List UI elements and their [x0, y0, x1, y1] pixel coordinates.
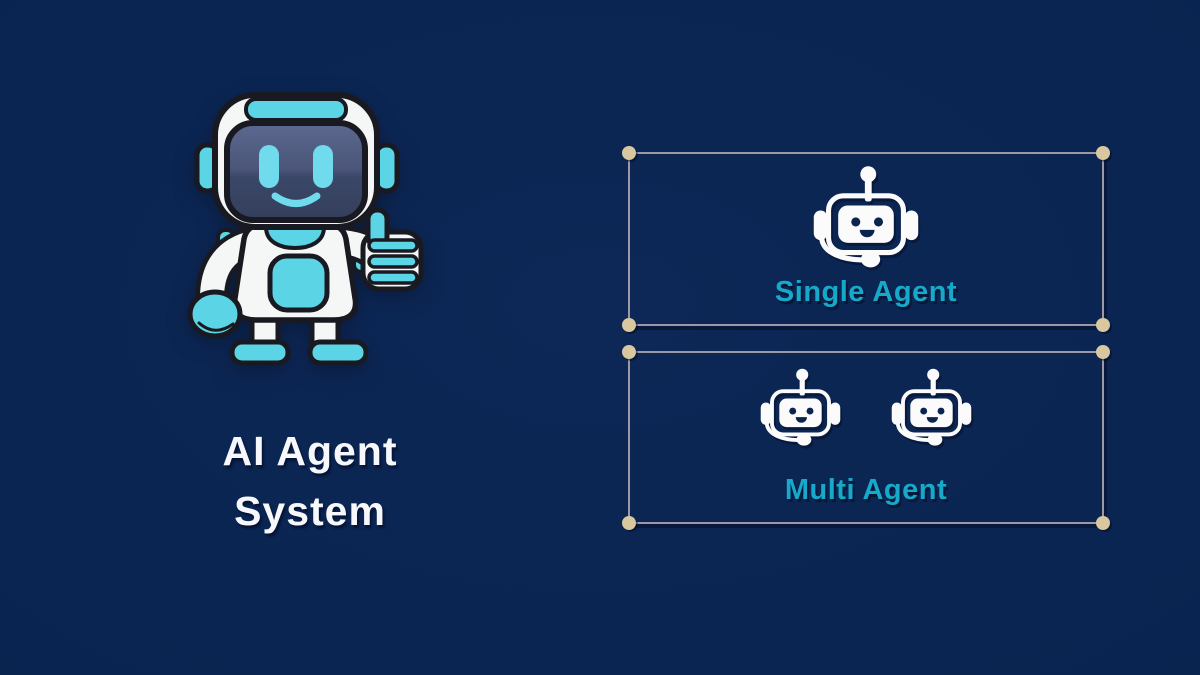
- bot-head-icon: [809, 164, 923, 273]
- corner-dot: [1096, 146, 1110, 160]
- multi-agent-label: Multi Agent: [784, 474, 948, 506]
- multi-agent-box: Multi Agent: [622, 345, 1110, 530]
- single-agent-icon-row: [630, 164, 1102, 273]
- corner-dot: [1096, 516, 1110, 530]
- corner-dot: [622, 318, 636, 332]
- corner-dot: [622, 146, 636, 160]
- corner-dot: [1096, 345, 1110, 359]
- multi-agent-icon-row: [630, 367, 1102, 450]
- single-agent-label: Single Agent: [774, 276, 958, 308]
- page-title: AI Agent System: [155, 421, 465, 541]
- corner-dot: [622, 345, 636, 359]
- title-line-2: System: [234, 488, 386, 534]
- single-agent-box: Single Agent: [622, 146, 1110, 332]
- corner-dot: [1096, 318, 1110, 332]
- bot-head-icon: [757, 367, 844, 450]
- corner-dot: [622, 516, 636, 530]
- robot-mascot-icon: [187, 92, 424, 366]
- title-line-1: AI Agent: [222, 428, 398, 474]
- bot-head-icon: [888, 367, 975, 450]
